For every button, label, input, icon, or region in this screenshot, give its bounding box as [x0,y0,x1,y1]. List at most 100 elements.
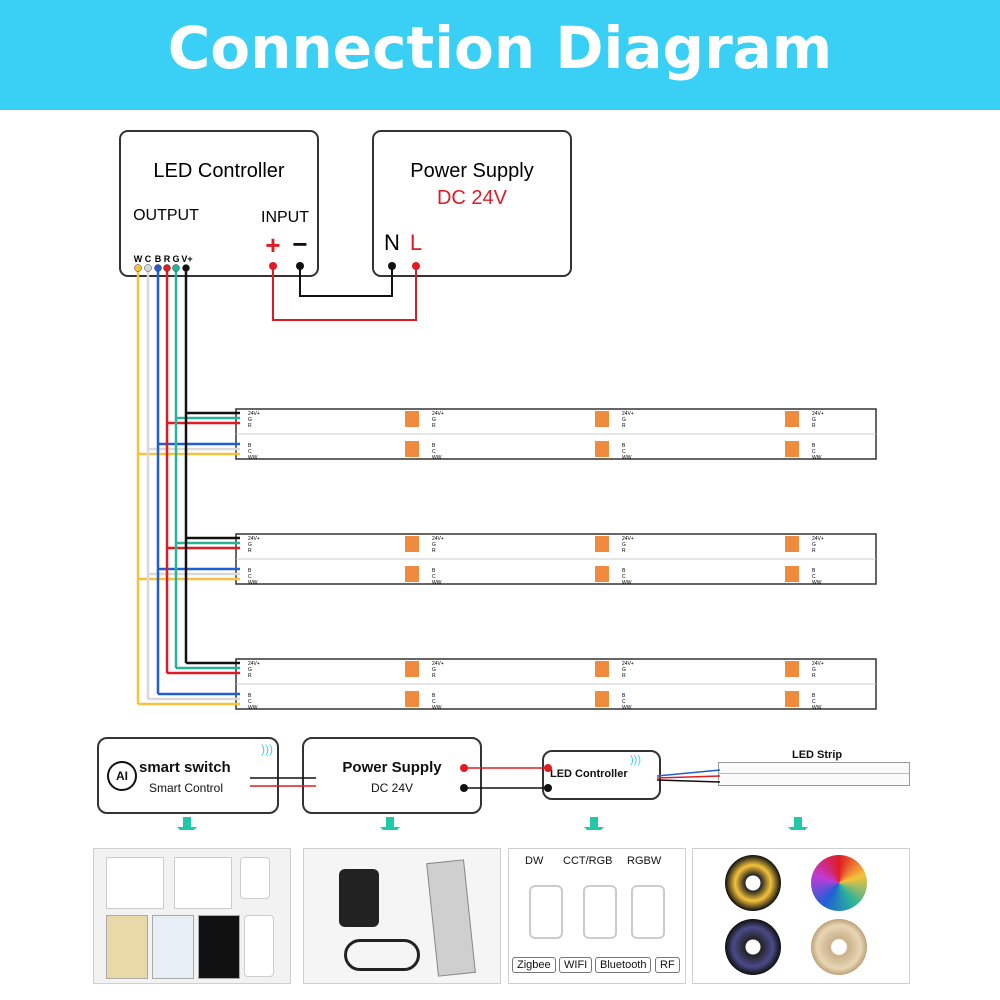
strip-wire-blue [656,769,721,777]
pad-label: G [812,417,816,423]
bottom-controller-box: LED Controller ))) [542,750,661,800]
rgbw-controller-image [631,885,665,939]
ctrl-terminal-black [544,784,552,792]
pad-label: WW [812,455,822,461]
solder-pad [405,566,419,582]
minus-sign: − [292,229,307,259]
pad-label: C [248,699,252,705]
pad-label: R [622,673,626,679]
controller-box [119,130,319,277]
bottom-power-supply-box: Power Supply DC 24V [302,737,482,814]
protocol-rf: RF [655,957,680,973]
arrow-down-icon [584,817,604,830]
bottom-wiring [177,764,808,830]
pad-label: 24V+ [248,536,260,542]
pad-label: R [812,423,816,429]
smart-switch-box: AI smart switch Smart Control ))) [97,737,279,814]
pad-label: B [248,443,252,449]
protocol-bluetooth: Bluetooth [595,957,652,973]
down-arrows [177,817,808,830]
pad-label: G [812,667,816,673]
pad-label: 24V+ [622,536,634,542]
power-voltage: DC 24V [437,187,508,209]
bottom-controller-title: LED Controller [550,768,628,780]
smart-switch-title: smart switch [139,759,231,776]
pad-label: R [812,548,816,554]
slim-power-supply-image [426,859,476,977]
pad-label: 24V+ [432,661,444,667]
pin-label-b: B [155,254,162,264]
pad-label: 24V+ [622,411,634,417]
pad-label: 24V+ [248,661,260,667]
power-supply-box [372,130,572,277]
pad-label: WW [248,580,258,586]
pad-label: G [622,542,626,548]
solder-pad [405,536,419,552]
pad-label: G [248,667,252,673]
pad-label: WW [432,455,442,461]
controller-type-dw: DW [525,855,544,867]
arrow-down-icon [177,817,197,830]
wifi-icon: ))) [261,742,273,756]
dw-controller-image [529,885,563,939]
controller-output-label: OUTPUT [133,207,199,224]
pad-label: C [248,449,252,455]
pin-label-w: W [134,254,143,264]
pad-label: WW [432,705,442,711]
pad-label: G [622,417,626,423]
cct-controller-image [583,885,617,939]
terminal-l: L [410,230,422,255]
pad-label: R [432,673,436,679]
pad-label: C [432,699,436,705]
strip-wire-red [656,775,721,779]
pad-label: WW [812,705,822,711]
bottom-led-strip-title: LED Strip [792,749,843,761]
pad-label: B [622,443,626,449]
power-title: Power Supply [410,160,533,182]
pad-label: R [248,673,252,679]
pad-label: B [432,693,436,699]
strip-reel-image [725,855,781,911]
smart-switch-subtitle: Smart Control [149,781,224,795]
pad-label: G [622,667,626,673]
pad-label: WW [248,455,258,461]
pad-label: G [432,667,436,673]
protocol-zigbee: Zigbee [512,957,556,973]
pad-label: 24V+ [432,411,444,417]
controller-title: LED Controller [153,160,285,182]
l-terminal [412,262,420,270]
pad-label: R [622,423,626,429]
strip-wire-black [656,779,721,783]
pad-label: B [622,693,626,699]
switch-module-image [174,857,232,909]
output-pin-c [144,264,152,272]
pad-label: B [622,568,626,574]
cob-strip-reel-image [811,919,867,975]
ctrl-terminal-red [544,764,552,772]
solder-pad [785,536,799,552]
solder-pad [405,661,419,677]
pad-label: G [248,542,252,548]
solder-pad [785,566,799,582]
solder-pad [785,691,799,707]
solder-pad [595,536,609,552]
minus-terminal [296,262,304,270]
plus-terminal [269,262,277,270]
negative-wire [299,266,393,297]
solder-pad [595,691,609,707]
pad-label: B [812,568,816,574]
pad-label: WW [812,580,822,586]
pad-label: C [432,574,436,580]
pad-label: 24V+ [432,536,444,542]
solder-pad [405,411,419,427]
solder-pad [785,441,799,457]
power-supply-products [303,848,501,984]
pad-label: 24V+ [622,661,634,667]
plus-sign: + [265,230,280,260]
pad-label: B [812,693,816,699]
pad-label: WW [622,705,632,711]
ai-head-icon: AI [107,761,137,791]
pad-label: R [432,548,436,554]
